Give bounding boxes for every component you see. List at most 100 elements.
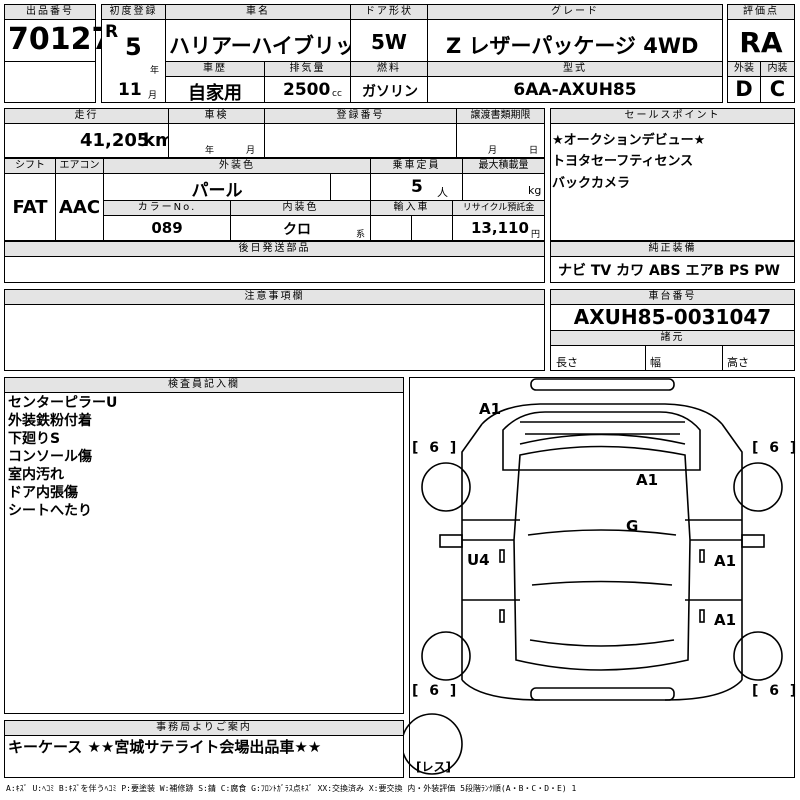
displacement-cell bbox=[264, 76, 351, 103]
recycle-label: リサイクル預託金 bbox=[452, 200, 545, 216]
sales-point-1: ★オークションデビュー★ bbox=[552, 133, 706, 148]
spare-tire-label: [レス] bbox=[416, 760, 451, 774]
transfer-label: 譲渡書類期限 bbox=[456, 108, 545, 124]
tread-rear-right: [ 6 ] bbox=[752, 683, 800, 699]
interior-color-cell bbox=[230, 215, 371, 241]
fuel-label: 燃料 bbox=[350, 61, 428, 77]
displacement: 2500 bbox=[283, 80, 331, 100]
import-cell-b bbox=[411, 215, 453, 241]
history-label: 車歴 bbox=[165, 61, 265, 77]
shift-label: シフト bbox=[4, 158, 56, 174]
office-label: 事務局よりご案内 bbox=[4, 720, 404, 736]
lot-no: 70127 bbox=[8, 22, 113, 57]
inspector-label: 検査員記入欄 bbox=[4, 377, 404, 393]
displacement-unit: cc bbox=[332, 89, 342, 99]
model-cell bbox=[427, 76, 723, 103]
door: 5W bbox=[371, 30, 407, 54]
shift: FAT bbox=[12, 197, 48, 218]
reg-no-cell bbox=[264, 123, 457, 158]
mark-right-front-door: A1 bbox=[714, 552, 737, 570]
inspection-cell bbox=[168, 123, 265, 158]
grade-label: グレード bbox=[427, 4, 723, 20]
fuel-cell bbox=[350, 76, 428, 103]
load-unit: kg bbox=[528, 184, 542, 197]
recycle: 13,110 bbox=[471, 219, 529, 237]
inspector-line-6: ドア内張傷 bbox=[8, 485, 78, 501]
sales-points-cell bbox=[550, 123, 795, 241]
grade-cell bbox=[427, 19, 723, 62]
tread-front-left: [ 6 ] bbox=[412, 440, 460, 456]
capacity: 5 bbox=[411, 177, 423, 197]
spec-height-cell bbox=[722, 345, 795, 371]
spec-length-label: 長さ bbox=[556, 356, 578, 369]
car-diagram-frame bbox=[409, 377, 795, 778]
score-cell bbox=[727, 19, 795, 62]
ext-score: D bbox=[735, 77, 753, 101]
sales-points-label: セールスポイント bbox=[550, 108, 795, 124]
transfer-cell bbox=[456, 123, 545, 158]
month-unit: 月 bbox=[148, 91, 158, 101]
spec-width-label: 幅 bbox=[650, 356, 661, 369]
mileage: 41,205 bbox=[80, 130, 150, 151]
tread-front-right: [ 6 ] bbox=[752, 440, 800, 456]
insp-year-unit: 年 bbox=[205, 146, 215, 156]
mark-left-door: U4 bbox=[467, 551, 490, 569]
tread-rear-left: [ 6 ] bbox=[412, 683, 460, 699]
interior-color-unit: 系 bbox=[356, 230, 366, 240]
interior-color: クロ bbox=[283, 222, 311, 238]
color-no-label: カラーNo. bbox=[103, 200, 231, 216]
color: パール bbox=[191, 181, 243, 201]
notes-label: 注意事項欄 bbox=[4, 289, 545, 305]
door-label: ドア形状 bbox=[350, 4, 428, 20]
transfer-day-unit: 日 bbox=[529, 146, 539, 156]
inspection-label: 車検 bbox=[168, 108, 265, 124]
history: 自家用 bbox=[188, 83, 242, 104]
ac: AAC bbox=[58, 197, 101, 218]
spec-width-cell bbox=[645, 345, 723, 371]
era: R bbox=[105, 22, 119, 42]
color-cell-extra bbox=[330, 173, 371, 201]
mark-right-rear-door: A1 bbox=[714, 611, 737, 629]
color-label: 外装色 bbox=[103, 158, 371, 174]
legend: A:ｷｽﾞ U:ﾍｺﾐ B:ｷｽﾞを伴うﾍｺﾐ P:要塗装 W:補修跡 S:錆 … bbox=[6, 784, 577, 793]
mileage-label: 走行 bbox=[4, 108, 169, 124]
ext-label: 外装 bbox=[727, 61, 761, 77]
mark-hood: A1 bbox=[636, 471, 659, 489]
import-cell-a bbox=[370, 215, 412, 241]
chassis-label: 車台番号 bbox=[550, 289, 795, 305]
displacement-label: 排気量 bbox=[264, 61, 351, 77]
color-no: 089 bbox=[151, 219, 183, 237]
recycle-unit: 円 bbox=[531, 230, 541, 240]
door-cell bbox=[350, 19, 428, 62]
notes-cell bbox=[4, 304, 545, 371]
sales-point-2: トヨタセーフティセンス bbox=[552, 154, 694, 169]
lot-no-lower bbox=[4, 61, 96, 103]
int-score: C bbox=[769, 77, 786, 101]
import-label: 輸入車 bbox=[370, 200, 453, 216]
later-parts-label: 後日発送部品 bbox=[4, 241, 545, 257]
office-note: キーケース ★★宮城サテライト会場出品車★★ bbox=[8, 738, 322, 756]
transfer-month-unit: 月 bbox=[488, 146, 498, 156]
mark-front-left: A1 bbox=[479, 400, 502, 418]
insp-month-unit: 月 bbox=[246, 146, 256, 156]
sales-point-3: バックカメラ bbox=[552, 176, 631, 191]
inspector-line-3: 下廻りS bbox=[8, 431, 61, 447]
mark-roof: G bbox=[626, 517, 639, 535]
grade: Z レザーパッケージ 4WD bbox=[446, 34, 699, 58]
mileage-cell bbox=[4, 123, 169, 158]
inspector-cell bbox=[4, 392, 404, 714]
chassis-cell bbox=[550, 304, 795, 331]
score-label: 評価点 bbox=[727, 4, 795, 20]
first-reg-cell bbox=[101, 19, 166, 103]
first-reg-month: 11 bbox=[118, 80, 142, 100]
first-reg-year: 5 bbox=[125, 33, 142, 61]
office-cell bbox=[4, 735, 404, 778]
first-reg-label: 初度登録 bbox=[101, 4, 166, 20]
equipment-cell bbox=[550, 256, 795, 283]
model: 6AA-AXUH85 bbox=[513, 80, 637, 100]
reg-no-label: 登録番号 bbox=[264, 108, 457, 124]
specs-label: 諸元 bbox=[550, 330, 795, 346]
model-label: 型式 bbox=[427, 61, 723, 77]
inspector-line-2: 外装鉄粉付着 bbox=[8, 413, 92, 429]
fuel: ガソリン bbox=[362, 84, 418, 100]
